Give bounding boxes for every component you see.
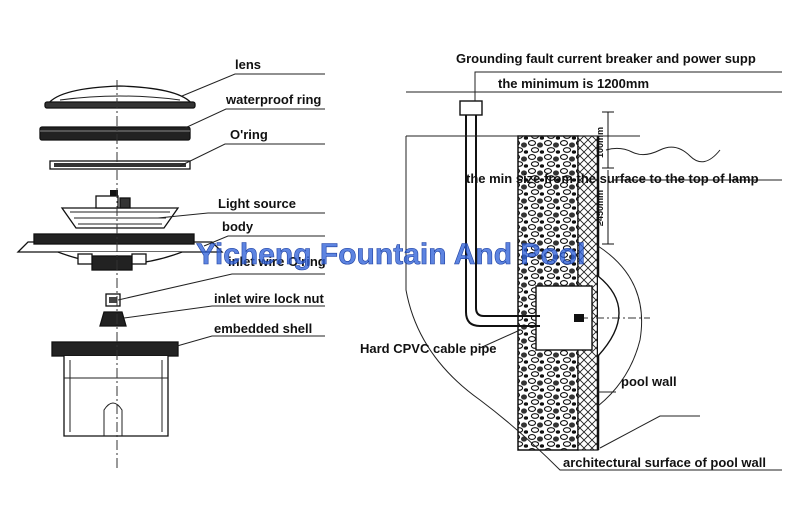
o-ring-part [49, 160, 191, 170]
label-inlet-wire-o-ring: inlet wire O'ring [228, 254, 326, 269]
label-minimum: the minimum is 1200mm [498, 76, 649, 91]
waterproof-ring-part [39, 126, 191, 141]
label-lens: lens [235, 57, 261, 72]
inlet-wire-o-ring-part [105, 293, 121, 307]
exploded-leaders [117, 73, 325, 349]
label-pool-wall: pool wall [621, 374, 677, 389]
installation-view: 100mm ≥450mm Grounding fault current bre… [360, 51, 782, 471]
dimension-marks: 100mm ≥450mm [595, 111, 782, 245]
label-light-source: Light source [218, 196, 296, 211]
embedded-shell-part [51, 341, 179, 437]
label-embedded-shell: embedded shell [214, 321, 312, 336]
dim-bottom-value: ≥450mm [595, 190, 605, 226]
lens-part [44, 85, 196, 109]
label-min-size: the min size from the surface to the top… [466, 171, 759, 186]
label-body: body [222, 219, 254, 234]
watermark-text: Yicheng Fountain And Pool [196, 238, 585, 271]
label-breaker: Grounding fault current breaker and powe… [456, 51, 756, 66]
label-inlet-wire-lock-nut: inlet wire lock nut [214, 291, 324, 306]
lamp-dome [597, 275, 620, 357]
label-o-ring: O'ring [230, 127, 268, 142]
label-architectural-surface: architectural surface of pool wall [563, 455, 766, 470]
label-waterproof-ring: waterproof ring [225, 92, 321, 107]
breaker-box [459, 100, 483, 116]
exploded-view: lens waterproof ring O'ring Light source… [16, 57, 326, 470]
dim-top-value: 100mm [595, 127, 605, 158]
body-part [16, 233, 224, 271]
light-source-part [60, 190, 180, 229]
inlet-wire-lock-nut-part [99, 311, 127, 327]
label-cable-pipe: Hard CPVC cable pipe [360, 341, 497, 356]
